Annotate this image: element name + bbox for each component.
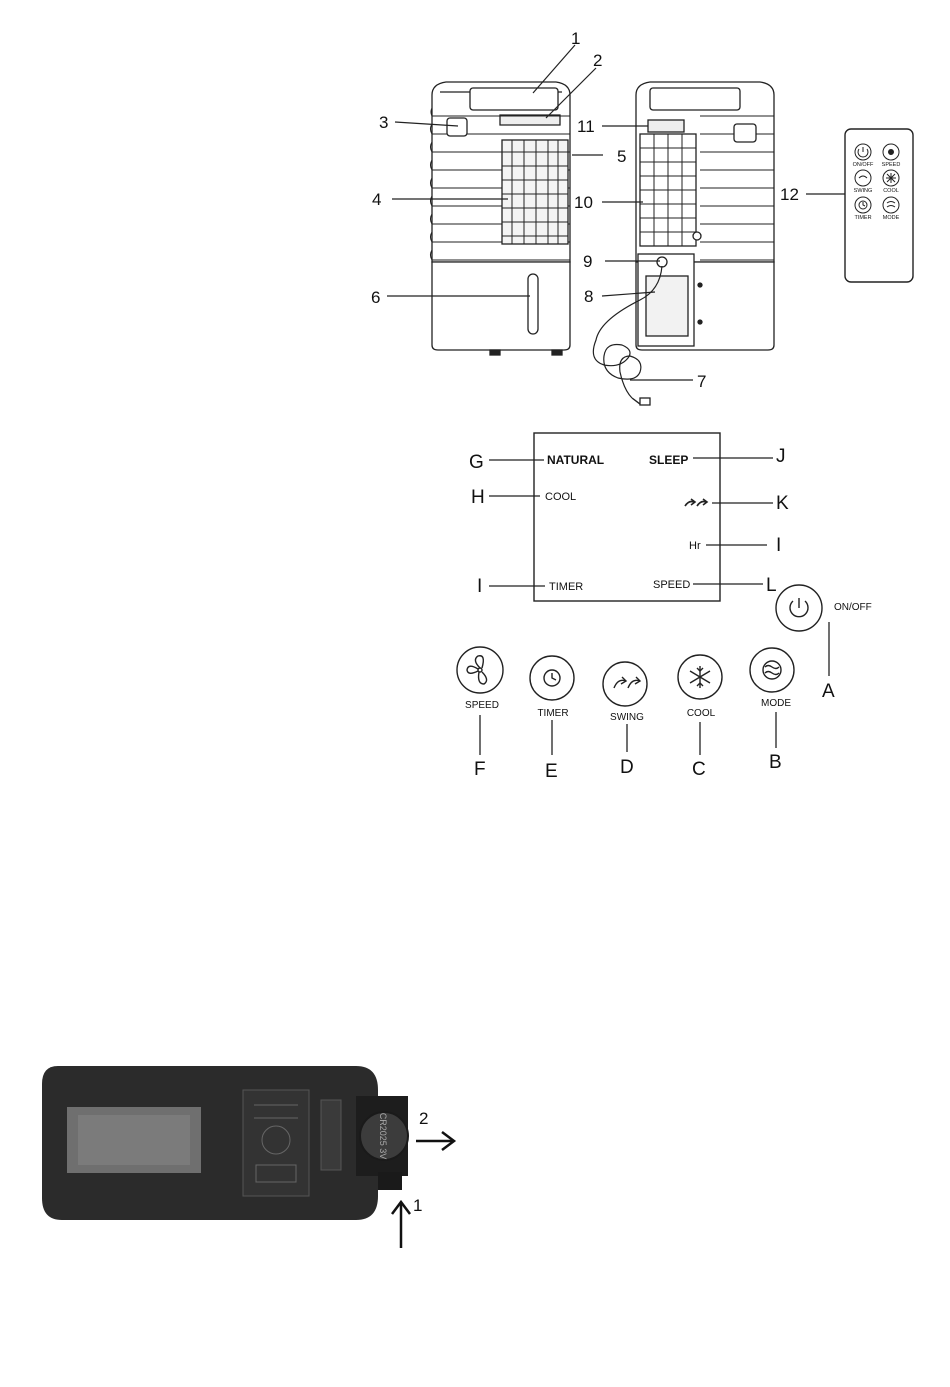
- lcd-natural-indicator: NATURAL: [547, 453, 604, 467]
- lcd-display-diagram: NATURAL SLEEP COOL Hr TIMER SPEED: [534, 433, 720, 601]
- letter-d: D: [620, 757, 634, 778]
- remote-cool-caption: COOL: [883, 188, 899, 194]
- letter-e: E: [545, 761, 558, 782]
- control-panel-buttons: [457, 585, 822, 706]
- letter-i-right: I: [776, 535, 781, 556]
- tray-latch: [378, 1172, 402, 1190]
- letter-g: G: [469, 452, 484, 473]
- letter-a: A: [822, 681, 835, 702]
- remote-battery-photo: CR2025 3V: [42, 1066, 408, 1220]
- callout-10: 10: [574, 193, 593, 212]
- remote-control-illustration: ON/OFF SPEED SWING COOL TIMER MODE: [845, 129, 913, 282]
- remote-timer-caption: TIMER: [854, 215, 871, 221]
- battery-step-2: 2: [419, 1109, 428, 1128]
- cooler-back-view: [593, 82, 774, 405]
- callout-6: 6: [371, 288, 380, 307]
- cooler-front-view: [431, 82, 571, 355]
- letter-j: J: [776, 446, 786, 467]
- callout-8: 8: [584, 287, 593, 306]
- timer-caption: TIMER: [537, 708, 568, 719]
- speed-button-illustration: [457, 647, 503, 693]
- remote-swing-caption: SWING: [854, 188, 873, 194]
- lcd-timer-indicator: TIMER: [549, 581, 583, 593]
- callout-1: 1: [571, 29, 580, 48]
- lcd-speed-indicator: SPEED: [653, 579, 690, 591]
- remote-speed-caption: SPEED: [882, 162, 901, 168]
- letter-h: H: [471, 487, 485, 508]
- swing-caption: SWING: [610, 712, 644, 723]
- callout-9: 9: [583, 252, 592, 271]
- mode-caption: MODE: [761, 698, 791, 709]
- panel-letters: A B C D E F: [474, 681, 835, 782]
- battery-compartment-label: [243, 1090, 309, 1196]
- letter-k: K: [776, 493, 789, 514]
- battery-step-1: 1: [413, 1196, 422, 1215]
- letter-b: B: [769, 752, 782, 773]
- mode-button-illustration: [750, 648, 794, 692]
- letter-l: L: [766, 575, 777, 596]
- callout-12: 12: [780, 185, 799, 204]
- swing-button-illustration: [603, 662, 647, 706]
- callout-11: 11: [577, 117, 595, 136]
- callout-2: 2: [593, 51, 602, 70]
- lcd-sleep-indicator: SLEEP: [649, 453, 688, 467]
- remote-onoff-caption: ON/OFF: [853, 162, 874, 168]
- callout-4: 4: [372, 190, 381, 209]
- callout-3: 3: [379, 113, 388, 132]
- letter-i-left: I: [477, 576, 482, 597]
- coin-cell-text: CR2025 3V: [378, 1113, 388, 1160]
- onoff-caption: ON/OFF: [834, 602, 872, 613]
- cool-caption: COOL: [687, 708, 716, 719]
- lcd-cool-indicator: COOL: [545, 491, 576, 503]
- remote-mode-caption: MODE: [883, 215, 900, 221]
- callout-5: 5: [617, 147, 626, 166]
- callout-7: 7: [697, 372, 706, 391]
- letter-c: C: [692, 759, 706, 780]
- lcd-hr-indicator: Hr: [689, 540, 701, 552]
- letter-f: F: [474, 759, 486, 780]
- speed-caption: SPEED: [465, 700, 499, 711]
